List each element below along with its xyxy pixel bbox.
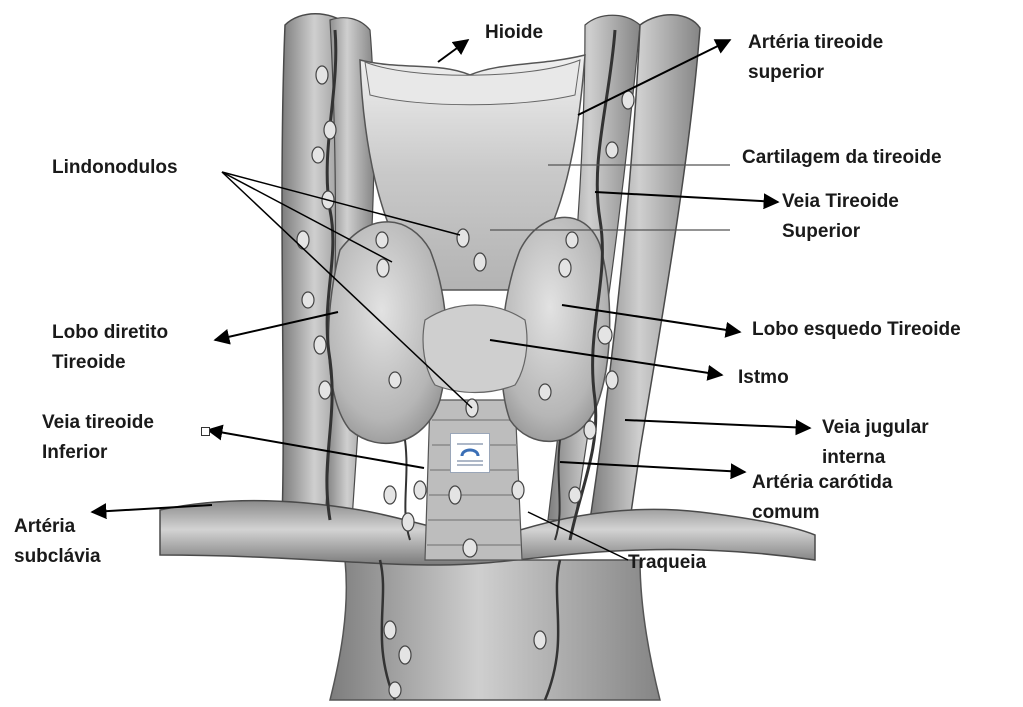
label-lobo-esquerdo: Lobo esquedo Tireoide (752, 315, 961, 345)
label-traqueia: Traqueia (628, 548, 706, 578)
anatomy-illustration (160, 14, 815, 700)
label-arteria-subclavia: Artéria subclávia (14, 512, 101, 572)
label-veia-tireoide-inferior: Veia tireoide Inferior (42, 408, 154, 468)
label-lindonodulos: Lindonodulos (52, 153, 178, 183)
label-line-2: superior (748, 58, 883, 88)
label-line-2: subclávia (14, 542, 101, 572)
selection-handle[interactable] (201, 427, 210, 436)
label-line-2: Tireoide (52, 348, 168, 378)
label-line-2: comum (752, 498, 892, 528)
label-line-1: Artéria (14, 512, 101, 542)
lower-trunk (330, 560, 660, 700)
isthmus-shape (423, 305, 527, 393)
trachea-shape (425, 400, 522, 560)
label-line-2: Inferior (42, 438, 154, 468)
label-line-1: Veia Tireoide (782, 187, 899, 217)
leader-veia-jugular (625, 420, 810, 428)
label-lobo-direito: Lobo diretito Tireoide (52, 318, 168, 378)
label-istmo: Istmo (738, 363, 789, 393)
label-line-1: Artéria carótida (752, 468, 892, 498)
anchor-icon[interactable] (450, 433, 490, 473)
label-veia-tireoide-superior: Veia Tireoide Superior (782, 187, 899, 247)
label-cartilagem-tireoide: Cartilagem da tireoide (742, 143, 942, 173)
label-veia-jugular: Veia jugular interna (822, 413, 929, 473)
label-line-1: Veia jugular (822, 413, 929, 443)
label-line-1: Lobo diretito (52, 318, 168, 348)
leader-hioide (438, 40, 468, 62)
label-arteria-tireoide-superior: Artéria tireoide superior (748, 28, 883, 88)
leader-veia-tireoide-superior-pointer (595, 192, 778, 202)
label-line-1: Veia tireoide (42, 408, 154, 438)
label-arteria-carotida: Artéria carótida comum (752, 468, 892, 528)
label-line-1: Artéria tireoide (748, 28, 883, 58)
label-line-2: Superior (782, 217, 899, 247)
label-hioide: Hioide (485, 18, 543, 48)
